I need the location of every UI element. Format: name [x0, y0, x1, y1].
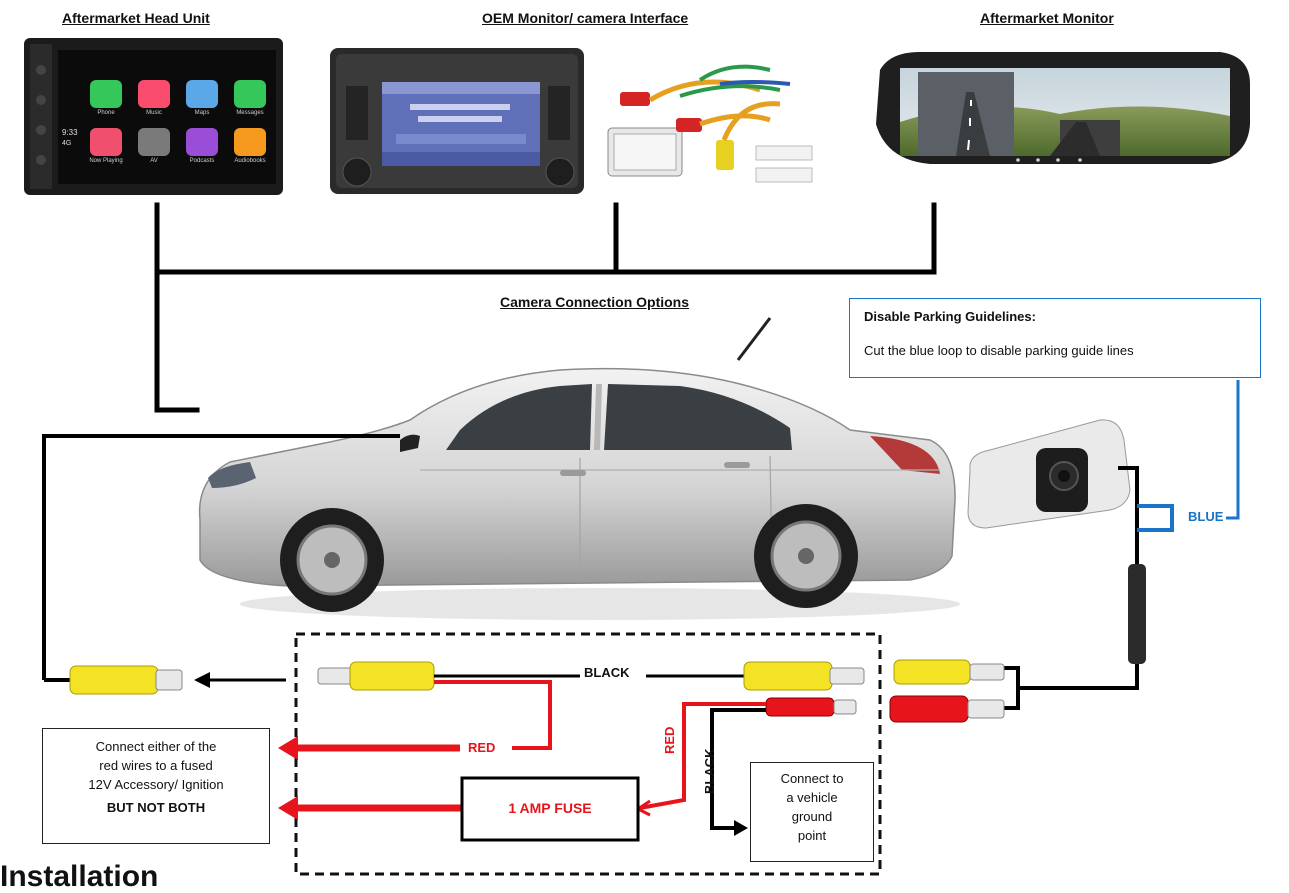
screen-clock: 9:33	[62, 128, 78, 137]
head-unit-image	[24, 38, 283, 195]
power-note-line-2: red wires to a fused	[99, 758, 213, 773]
app-grid: Phone Music Maps Messages Now Playing AV…	[89, 80, 270, 176]
ground-note-line-4: point	[797, 828, 827, 843]
app-label: Podcasts	[189, 158, 215, 164]
app-label: Audiobooks	[234, 158, 266, 164]
camera-video-rca-connector	[893, 659, 1005, 685]
power-note-warning: BUT NOT BOTH	[106, 800, 206, 815]
red-arrow-to-power-1	[278, 736, 460, 760]
app-label: Messages	[236, 110, 264, 116]
app-av[interactable]	[138, 128, 170, 156]
power-pigtail-rca	[765, 697, 857, 717]
red-wire-label: RED	[468, 740, 496, 755]
heading-oem-interface: OEM Monitor/ camera Interface	[482, 10, 689, 26]
black-vertical-label: BLACK	[702, 748, 717, 795]
power-note-line-1: Connect either of the	[95, 739, 217, 754]
parking-guidelines-box: Disable Parking Guidelines: Cut the blue…	[849, 298, 1261, 378]
head-unit-screen: 9:33 4G	[62, 54, 274, 182]
extension-video-rca-left	[317, 661, 435, 691]
power-connection-note: Connect either of the red wires to a fus…	[42, 728, 270, 844]
fuse-label: 1 AMP FUSE	[508, 800, 592, 816]
aftermarket-mirror-monitor-image	[876, 52, 1250, 164]
installation-heading: Installation	[0, 860, 159, 893]
head-unit-video-rca-connector	[69, 665, 183, 695]
fuse-box	[460, 776, 640, 842]
screen-network: 4G	[62, 140, 72, 147]
guidelines-title: Disable Parking Guidelines:	[864, 309, 1036, 324]
power-note-line-3: 12V Accessory/ Ignition	[88, 777, 224, 792]
heading-camera-options: Camera Connection Options	[500, 294, 690, 310]
video-to-head-unit-wire	[42, 434, 400, 680]
app-music[interactable]	[138, 80, 170, 108]
black-video-wire-label: BLACK	[584, 665, 630, 680]
heading-aftermarket-monitor: Aftermarket Monitor	[980, 10, 1114, 26]
ground-note-line-3: ground	[791, 809, 833, 824]
app-label: Maps	[194, 110, 210, 116]
ground-note-line-2: a vehicle	[786, 790, 838, 805]
app-now-playing[interactable]	[90, 128, 122, 156]
red-wire-to-fuse	[639, 702, 766, 810]
ground-connection-note: Connect to a vehicle ground point	[750, 762, 874, 862]
red-arrow-to-power-2	[278, 796, 462, 820]
red-vertical-label: RED	[662, 726, 677, 754]
app-messages[interactable]	[234, 80, 266, 108]
backup-camera-image	[967, 419, 1131, 529]
ground-arrowhead	[734, 820, 748, 836]
app-label: Music	[146, 110, 162, 116]
ground-note-line-1: Connect to	[780, 771, 844, 786]
camera-cables	[1004, 380, 1240, 710]
guidelines-text: Cut the blue loop to disable parking gui…	[864, 343, 1134, 358]
app-label: AV	[150, 158, 158, 164]
app-audiobooks[interactable]	[234, 128, 266, 156]
app-maps[interactable]	[186, 80, 218, 108]
camera-interface-harness-image	[607, 64, 813, 183]
app-label: Now Playing	[89, 158, 123, 164]
oem-monitor-image	[330, 48, 584, 194]
app-label: Phone	[97, 110, 115, 116]
heading-head-unit: Aftermarket Head Unit	[62, 10, 210, 26]
av-bus-wires	[154, 202, 937, 413]
extension-harness-box	[294, 632, 882, 876]
black-ground-wire	[710, 708, 766, 830]
car-image	[198, 317, 960, 620]
app-phone[interactable]	[90, 80, 122, 108]
red-wire-extension	[434, 680, 552, 750]
blue-wire-label: BLUE	[1188, 509, 1224, 524]
app-podcasts[interactable]	[186, 128, 218, 156]
arrow-to-head-unit-rca	[194, 672, 286, 688]
camera-power-rca-connector	[889, 695, 1005, 723]
extension-video-rca-right	[743, 661, 865, 691]
